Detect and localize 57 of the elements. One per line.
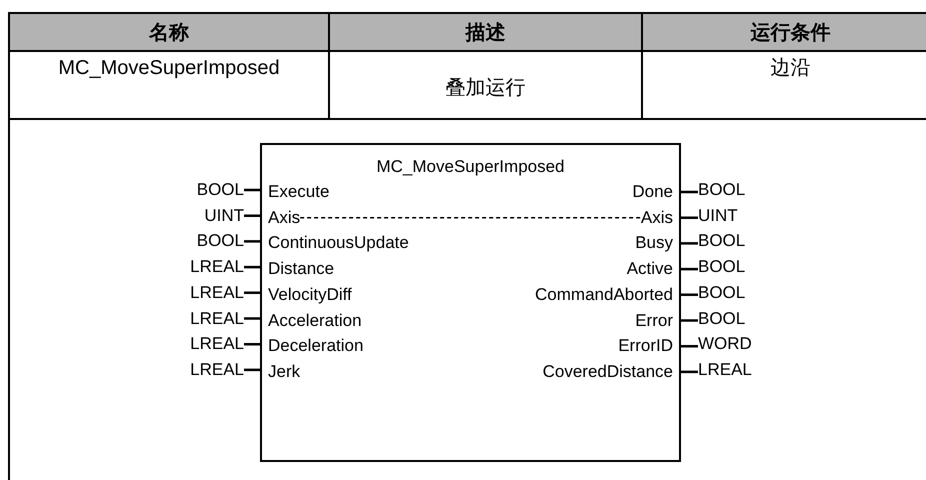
pin-label: ErrorID bbox=[618, 336, 679, 356]
connector-line bbox=[679, 370, 698, 374]
data-type-label: BOOL bbox=[698, 231, 746, 252]
connector-line bbox=[244, 266, 262, 268]
pin-label: Axis bbox=[262, 208, 300, 228]
pin-label: CommandAborted bbox=[535, 284, 679, 305]
data-type-label: LREAL bbox=[190, 334, 244, 354]
connector-line bbox=[244, 240, 262, 243]
data-type-label: LREAL bbox=[190, 282, 244, 303]
data-type-label: UINT bbox=[698, 206, 738, 226]
table-cell: 边沿 bbox=[643, 52, 926, 120]
table-cell: MC_MoveSuperImposed bbox=[10, 52, 330, 120]
data-type-label: WORD bbox=[698, 334, 752, 354]
pin-label: Error bbox=[635, 310, 679, 330]
connector-line bbox=[244, 292, 262, 294]
pin-label: CoveredDistance bbox=[542, 362, 679, 382]
data-type-label: LREAL bbox=[190, 257, 244, 278]
connector-line bbox=[679, 190, 698, 194]
table-header: 描述 bbox=[330, 14, 643, 52]
function-block bbox=[260, 143, 681, 462]
data-type-label: BOOL bbox=[698, 282, 746, 303]
connector-line bbox=[244, 188, 262, 192]
data-type-label: LREAL bbox=[190, 360, 244, 380]
data-type-label: BOOL bbox=[698, 308, 746, 328]
connector-line bbox=[679, 294, 698, 296]
pin-label: Execute bbox=[262, 182, 330, 202]
block-title: MC_MoveSuperImposed bbox=[375, 157, 566, 177]
pin-label: Acceleration bbox=[262, 310, 362, 330]
data-type-label: UINT bbox=[204, 206, 244, 226]
data-type-label: BOOL bbox=[698, 180, 746, 200]
pin-label: Busy bbox=[635, 233, 679, 254]
pin-label: ContinuousUpdate bbox=[262, 233, 409, 254]
connector-line bbox=[244, 214, 262, 217]
table-header: 运行条件 bbox=[643, 14, 926, 52]
connector-line bbox=[244, 342, 262, 346]
pin-label: Distance bbox=[262, 259, 334, 280]
table-cell: 叠加运行 bbox=[330, 52, 643, 120]
connector-line bbox=[679, 242, 698, 245]
data-type-label: BOOL bbox=[196, 231, 244, 252]
connector-line bbox=[679, 319, 698, 322]
data-type-label: BOOL bbox=[698, 257, 746, 278]
pin-label: Axis bbox=[640, 208, 679, 228]
data-type-label: LREAL bbox=[698, 360, 752, 380]
pin-label: Active bbox=[626, 259, 679, 280]
connector-line bbox=[679, 344, 698, 348]
data-type-label: BOOL bbox=[196, 180, 244, 200]
connector-line bbox=[679, 268, 698, 270]
table-header: 名称 bbox=[10, 14, 330, 52]
dashed-connector bbox=[300, 216, 641, 218]
connector-line bbox=[679, 216, 698, 219]
pin-label: Done bbox=[632, 182, 679, 202]
pin-label: VelocityDiff bbox=[262, 284, 352, 305]
connector-line bbox=[244, 317, 262, 320]
pin-label: Jerk bbox=[262, 362, 300, 382]
pin-label: Deceleration bbox=[262, 336, 364, 356]
connector-line bbox=[244, 368, 262, 372]
data-type-label: LREAL bbox=[190, 308, 244, 328]
